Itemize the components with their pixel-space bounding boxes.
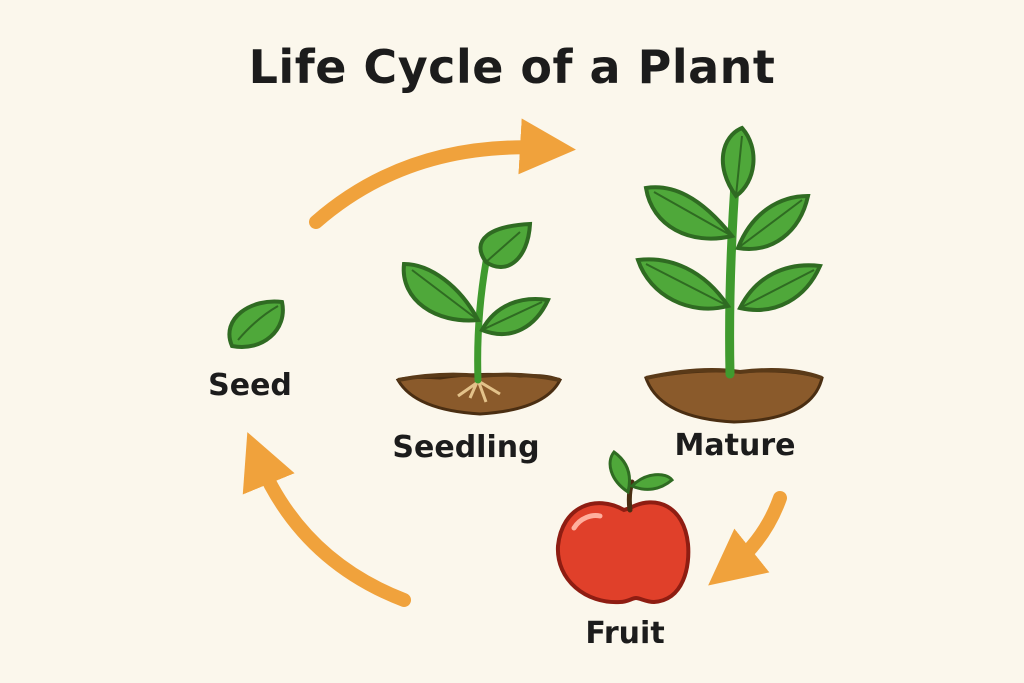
- arrow-fruit-to-seed: [242, 432, 411, 607]
- seedling-icon: [395, 221, 563, 416]
- apple-fruit-icon: [555, 449, 691, 605]
- arrow-mature-to-fruit: [708, 491, 787, 586]
- stage-label-mature: Mature: [674, 428, 796, 463]
- stage-label-fruit: Fruit: [585, 616, 665, 651]
- mature-plant-icon: [635, 125, 824, 424]
- diagram-title: Life Cycle of a Plant: [248, 40, 776, 94]
- arrow-seed-to-seedling: [309, 118, 576, 229]
- stage-label-seed: Seed: [208, 368, 292, 403]
- stage-label-seedling: Seedling: [392, 430, 540, 465]
- seed-icon: [227, 299, 285, 349]
